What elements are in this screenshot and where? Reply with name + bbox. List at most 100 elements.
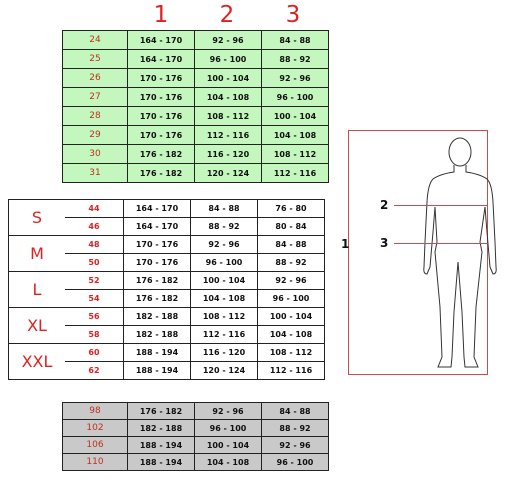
size-number-cell: 110 xyxy=(62,453,128,471)
measurement-cell: 104 - 108 xyxy=(261,125,329,145)
measurement-cell: 108 - 112 xyxy=(261,144,329,164)
measurement-cell: 84 - 88 xyxy=(257,235,325,254)
size-number-cell: 24 xyxy=(62,30,128,50)
size-letter-cell: XL xyxy=(8,307,65,344)
measurement-cell: 108 - 112 xyxy=(257,343,325,362)
measurement-cell: 170 - 176 xyxy=(127,106,195,126)
size-number-cell: 27 xyxy=(62,87,128,107)
measurement-cell: 96 - 100 xyxy=(194,419,262,437)
measurement-cell: 188 - 194 xyxy=(127,436,195,454)
measurement-cell: 112 - 116 xyxy=(257,361,325,380)
measurement-cell: 170 - 176 xyxy=(127,87,195,107)
measurement-cell: 100 - 104 xyxy=(261,106,329,126)
measurement-cell: 164 - 170 xyxy=(127,49,195,69)
measurement-cell: 116 - 120 xyxy=(194,144,262,164)
waist-marker: 3 xyxy=(380,236,389,250)
measurement-cell: 96 - 100 xyxy=(257,289,325,308)
measurement-cell: 96 - 100 xyxy=(194,49,262,69)
size-number-cell: 52 xyxy=(65,271,124,290)
height-marker: 1 xyxy=(341,237,350,251)
size-letter-cell: M xyxy=(8,235,65,272)
measurement-cell: 104 - 108 xyxy=(257,325,325,344)
measurement-cell: 96 - 100 xyxy=(261,87,329,107)
measurement-cell: 164 - 170 xyxy=(123,217,191,236)
size-number-cell: 60 xyxy=(65,343,124,362)
measurement-cell: 176 - 182 xyxy=(127,402,195,420)
size-number-cell: 44 xyxy=(65,199,124,218)
measurement-cell: 188 - 194 xyxy=(127,453,195,471)
size-letter-cell: S xyxy=(8,199,65,236)
measurement-cell: 108 - 112 xyxy=(194,106,262,126)
measurement-cell: 76 - 80 xyxy=(257,199,325,218)
measurement-cell: 88 - 92 xyxy=(190,217,258,236)
column-header-2: 2 xyxy=(219,2,235,28)
measurement-cell: 92 - 96 xyxy=(257,271,325,290)
column-header-1: 1 xyxy=(153,2,169,28)
measurement-cell: 164 - 170 xyxy=(123,199,191,218)
measurement-cell: 170 - 176 xyxy=(123,235,191,254)
measurement-cell: 84 - 88 xyxy=(190,199,258,218)
measurement-cell: 120 - 124 xyxy=(190,361,258,380)
size-letter-cell: XXL xyxy=(8,343,65,380)
measurement-cell: 112 - 116 xyxy=(190,325,258,344)
chest-marker: 2 xyxy=(380,198,389,212)
measurement-cell: 182 - 188 xyxy=(127,419,195,437)
size-number-cell: 31 xyxy=(62,163,128,183)
size-number-cell: 30 xyxy=(62,144,128,164)
measurement-cell: 92 - 96 xyxy=(190,235,258,254)
measurement-cell: 170 - 176 xyxy=(123,253,191,272)
measurement-cell: 188 - 194 xyxy=(123,361,191,380)
measurement-cell: 88 - 92 xyxy=(261,419,329,437)
measurement-cell: 112 - 116 xyxy=(261,163,329,183)
measurement-cell: 176 - 182 xyxy=(123,271,191,290)
size-number-cell: 98 xyxy=(62,402,128,420)
measurement-cell: 84 - 88 xyxy=(261,30,329,50)
size-number-cell: 102 xyxy=(62,419,128,437)
measurement-cell: 100 - 104 xyxy=(194,68,262,88)
chest-line xyxy=(394,205,488,206)
measurement-cell: 92 - 96 xyxy=(261,68,329,88)
size-number-cell: 106 xyxy=(62,436,128,454)
measurement-cell: 104 - 108 xyxy=(194,453,262,471)
measurement-cell: 176 - 182 xyxy=(123,289,191,308)
size-number-cell: 58 xyxy=(65,325,124,344)
measurement-cell: 108 - 112 xyxy=(190,307,258,326)
measurement-cell: 188 - 194 xyxy=(123,343,191,362)
measurement-cell: 120 - 124 xyxy=(194,163,262,183)
waist-line xyxy=(394,243,488,244)
measurement-cell: 100 - 104 xyxy=(257,307,325,326)
size-letter-cell: L xyxy=(8,271,65,308)
measurement-cell: 182 - 188 xyxy=(123,307,191,326)
size-number-cell: 25 xyxy=(62,49,128,69)
measurement-cell: 100 - 104 xyxy=(190,271,258,290)
measurement-cell: 176 - 182 xyxy=(127,144,195,164)
column-header-3: 3 xyxy=(285,2,301,28)
measurement-cell: 84 - 88 xyxy=(261,402,329,420)
measurement-cell: 92 - 96 xyxy=(194,30,262,50)
measurement-cell: 100 - 104 xyxy=(194,436,262,454)
measurement-cell: 92 - 96 xyxy=(261,436,329,454)
measurement-cell: 80 - 84 xyxy=(257,217,325,236)
measurement-cell: 104 - 108 xyxy=(190,289,258,308)
measurement-cell: 116 - 120 xyxy=(190,343,258,362)
measurement-cell: 176 - 182 xyxy=(127,163,195,183)
measurement-cell: 96 - 100 xyxy=(190,253,258,272)
